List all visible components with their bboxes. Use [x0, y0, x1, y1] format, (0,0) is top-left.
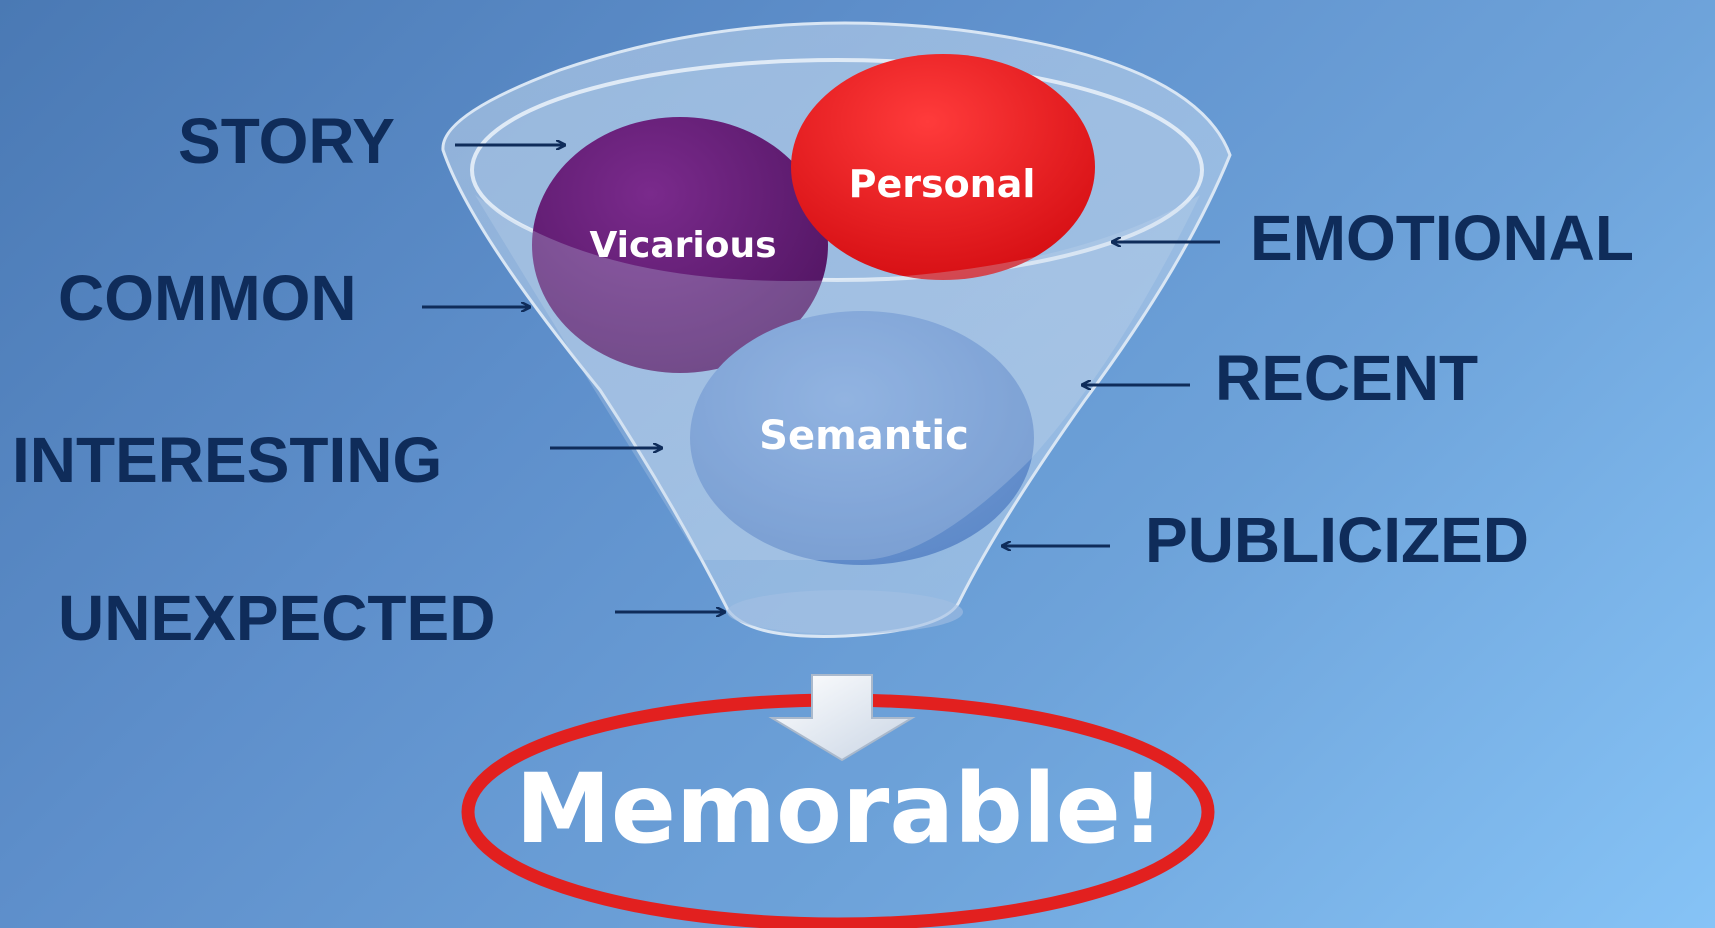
- factor-interesting: INTERESTING: [12, 424, 442, 496]
- factor-emotional: EMOTIONAL: [1250, 202, 1634, 274]
- vicarious-label: Vicarious: [589, 225, 776, 266]
- vicarious-circle: [532, 117, 828, 373]
- down-arrow-icon: [768, 674, 916, 762]
- memorable-label: Memorable!: [515, 753, 1164, 865]
- personal-label: Personal: [849, 162, 1036, 206]
- semantic-circle: [690, 311, 1034, 565]
- factor-unexpected: UNEXPECTED: [58, 582, 495, 654]
- funnel-front-rim: [475, 195, 1200, 560]
- funnel-spout: [727, 590, 963, 634]
- factor-publicized: PUBLICIZED: [1145, 504, 1529, 576]
- factor-common: COMMON: [58, 262, 357, 334]
- factor-recent: RECENT: [1215, 342, 1478, 414]
- factor-story: STORY: [178, 105, 395, 177]
- personal-circle: [791, 54, 1095, 280]
- semantic-label: Semantic: [759, 413, 969, 459]
